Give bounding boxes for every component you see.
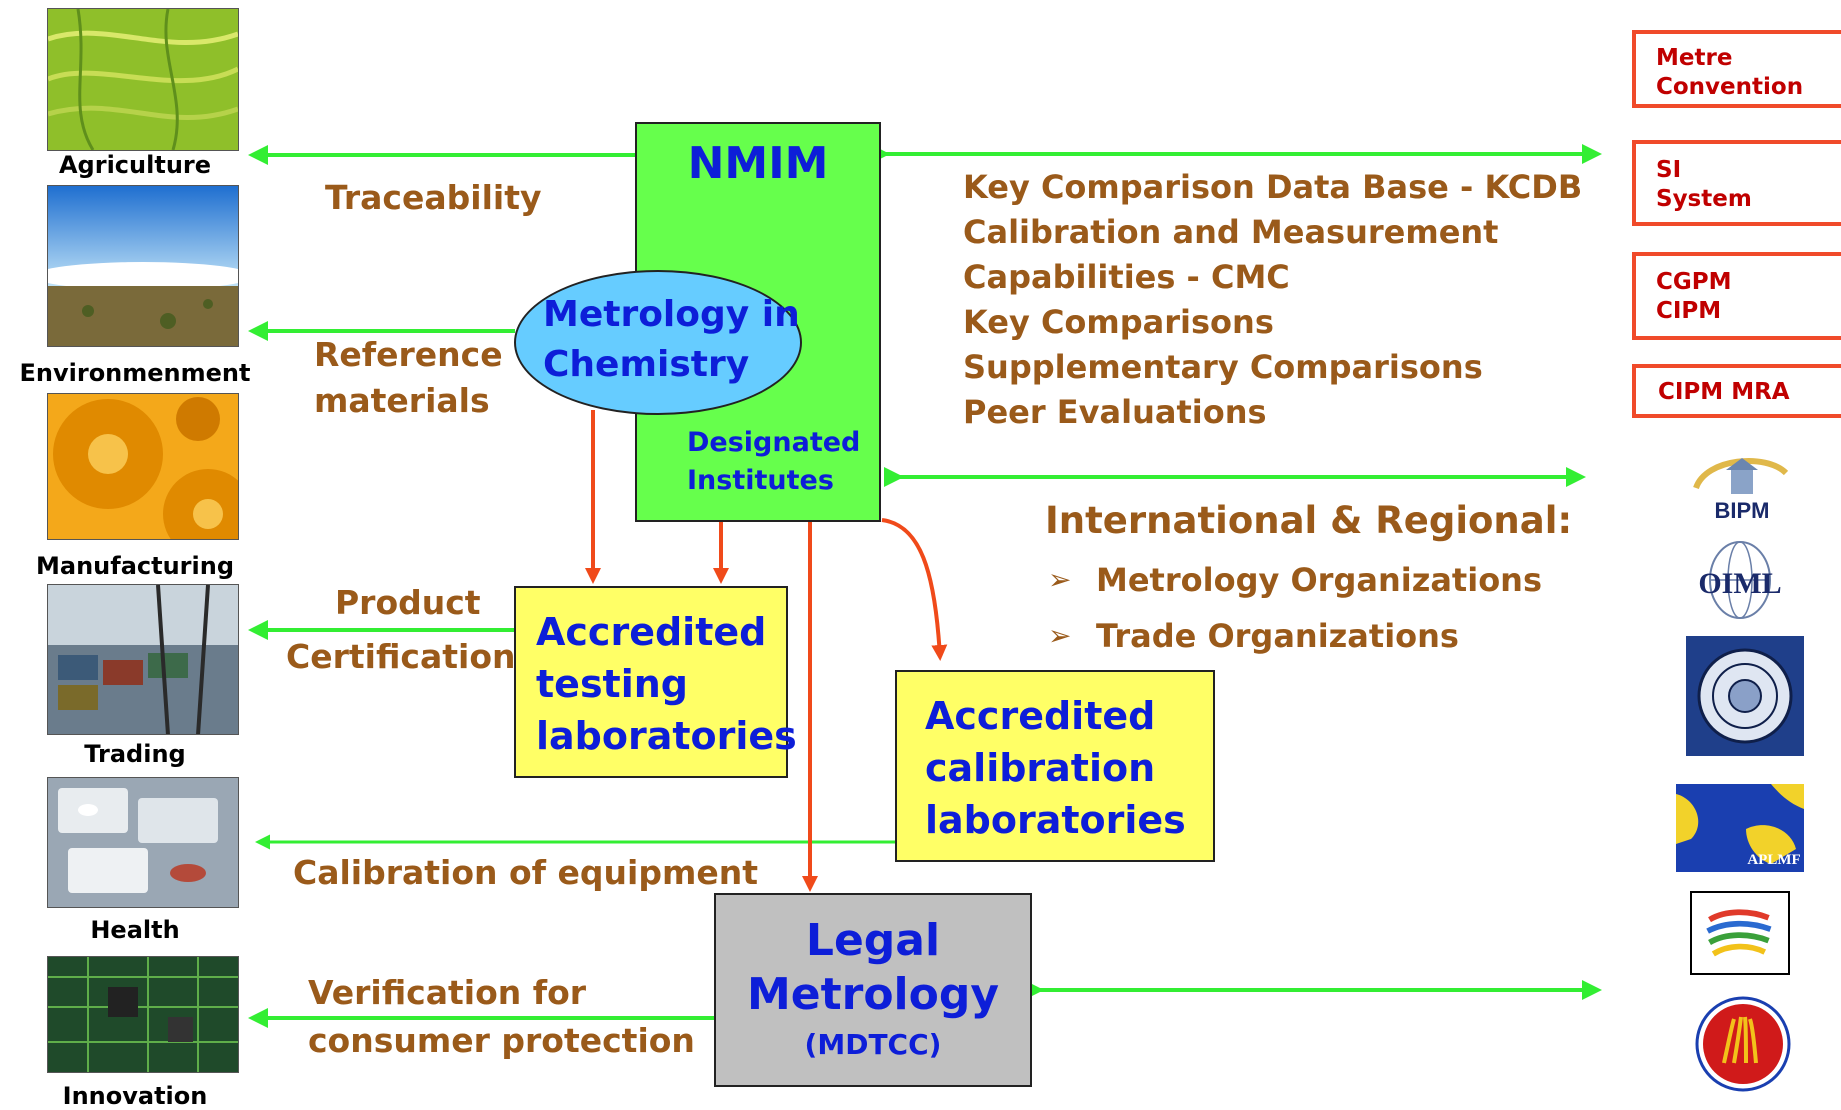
legal-metrology-box: Legal Metrology (MDTCC) [714, 893, 1032, 1087]
product-certification-line2: Certification [286, 637, 516, 676]
kcdb-item: Peer Evaluations [963, 393, 1267, 431]
mra-label: CIPM MRA [1658, 379, 1790, 405]
trading-photo [47, 584, 239, 735]
environment-label: Environmenment [19, 359, 251, 387]
international-bullet2: Trade Organizations [1096, 617, 1459, 655]
calibration-line3: laboratories [925, 798, 1186, 842]
verification-line2: consumer protection [308, 1021, 695, 1060]
aplmf-logo-text: APLMF [1747, 852, 1800, 868]
legal-line2: Metrology [746, 969, 1000, 1020]
metrology-in-chemistry-ellipse: Metrology in Chemistry [514, 270, 802, 415]
circular-seal-logo [1686, 636, 1804, 756]
manufacturing-label: Manufacturing [36, 552, 234, 580]
aplmf-logo: APLMF [1676, 784, 1804, 872]
kcdb-list: Key Comparison Data Base - KCDB Calibrat… [963, 165, 1582, 435]
bipm-logo-text: BIPM [1715, 498, 1770, 523]
mic-line1: Metrology in [543, 294, 800, 335]
testing-line1: Accredited [536, 610, 767, 654]
testing-line3: laboratories [536, 714, 797, 758]
trading-label: Trading [84, 740, 186, 768]
metre-line1: Metre [1656, 45, 1733, 71]
oiml-logo: OIML [1690, 538, 1790, 622]
legal-line1: Legal [805, 915, 941, 966]
kcdb-item: Key Comparisons [963, 303, 1274, 341]
accredited-testing-box: Accredited testing laboratories [514, 586, 797, 778]
cgpm-line1: CGPM [1656, 269, 1732, 295]
asean-logo [1694, 995, 1792, 1093]
cgpm-line2: CIPM [1656, 298, 1722, 324]
international-bullet1: Metrology Organizations [1096, 561, 1542, 599]
metre-line2: Convention [1656, 74, 1804, 100]
testing-line2: testing [536, 662, 688, 706]
reference-materials-line1: Reference [314, 335, 503, 374]
calibration-line1: Accredited [925, 694, 1156, 738]
designated-institutes-line2: Institutes [687, 465, 834, 496]
innovation-photo [47, 956, 239, 1073]
innovation-label: Innovation [62, 1082, 208, 1110]
metre-convention-box: Metre Convention [1632, 30, 1841, 108]
cgpm-cipm-box: CGPM CIPM [1632, 252, 1841, 340]
health-photo [47, 777, 239, 908]
arrow-nmim-to-calibration [881, 518, 948, 661]
agriculture-label: Agriculture [58, 151, 212, 179]
wto-logo [1690, 891, 1790, 975]
kcdb-item: Calibration and Measurement [963, 213, 1499, 251]
cipm-mra-box: CIPM MRA [1632, 364, 1841, 418]
oiml-logo-text: OIML [1698, 567, 1781, 600]
calibration-of-equipment-label: Calibration of equipment [293, 853, 758, 892]
agriculture-photo [47, 8, 239, 151]
bipm-logo: BIPM [1686, 448, 1792, 526]
manufacturing-photo [47, 393, 239, 540]
international-heading: International & Regional: [1045, 499, 1573, 542]
designated-institutes-line1: Designated [687, 427, 861, 458]
kcdb-item: Capabilities - CMC [963, 258, 1290, 296]
mic-line2: Chemistry [543, 344, 750, 385]
product-certification-line1: Product [335, 583, 481, 622]
bullet-arrow-icon: ➢ [1048, 619, 1072, 652]
si-system-box: SI System [1632, 140, 1841, 226]
accredited-calibration-box: Accredited calibration laboratories [895, 670, 1215, 862]
reference-materials-line2: materials [314, 381, 490, 420]
calibration-line2: calibration [925, 746, 1156, 790]
si-line1: SI [1656, 157, 1682, 183]
verification-line1: Verification for [308, 973, 587, 1012]
nmim-title: NMIM [687, 138, 829, 189]
si-line2: System [1656, 186, 1752, 212]
kcdb-item: Supplementary Comparisons [963, 348, 1483, 386]
traceability-label: Traceability [325, 178, 542, 217]
kcdb-item: Key Comparison Data Base - KCDB [963, 168, 1583, 206]
legal-line3: (MDTCC) [804, 1028, 942, 1061]
health-label: Health [90, 916, 180, 944]
environment-photo [47, 185, 239, 347]
bullet-arrow-icon: ➢ [1048, 563, 1072, 596]
